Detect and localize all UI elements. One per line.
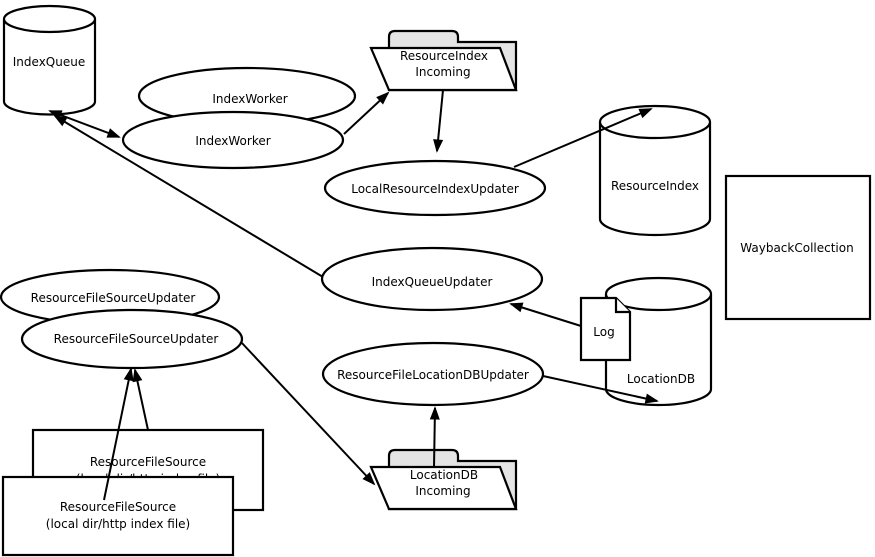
node-label: IndexWorker [212,92,287,106]
node-label-line2: Incoming [415,484,470,498]
edge-log-to-index-queue-updater [509,302,582,327]
node-local-resource-index-updater: LocalResourceIndexUpdater [323,159,547,217]
node-label: IndexQueueUpdater [372,275,493,289]
node-resource-index: ResourceIndex [598,104,712,237]
node-index-queue: IndexQueue [2,4,97,116]
node-label-line2: (local dir/http index file) [46,517,190,531]
ellipse-shape [121,110,345,170]
edge-index-queue-updater-to-index-queue [53,115,324,278]
node-wayback-collection: WaybackCollection [724,174,872,321]
node-label: LocalResourceIndexUpdater [351,182,519,196]
node-location-db: LocationDB [604,276,713,407]
node-label: WaybackCollection [740,241,853,255]
node-label: IndexQueue [13,55,85,69]
node-resource-file-location-db-updater: ResourceFileLocationDBUpdater [321,341,545,407]
node-label-line1: ResourceFileSource [60,500,176,514]
node-label: IndexWorker [195,134,270,148]
node-label-line1: ResourceIndex [400,49,488,63]
node-index-worker-front: IndexWorker [121,110,345,170]
folder-front [369,465,518,511]
node-resource-file-source-updater-front: ResourceFileSourceUpdater [20,308,244,370]
edge-index-worker-to-resource-index-incoming [343,91,390,135]
document-fold [614,298,630,314]
node-label-line1: LocationDB [410,468,478,482]
edge-resource-file-source-front-to-updater [103,367,134,501]
edges [48,89,659,501]
node-label: Log [593,325,614,339]
rectangle-shape [1,475,235,557]
node-log: Log [579,296,632,362]
node-label: ResourceFileSourceUpdater [31,291,196,305]
node-label-line1: ResourceFileSource [90,455,206,469]
node-label: ResourceIndex [611,179,699,193]
ellipse-shape [323,159,547,217]
rectangle-shape [724,174,872,321]
edge-local-resource-index-updater-to-resource-index [513,108,653,168]
edge-resource-file-source-updater-to-location-db-incoming [240,341,376,486]
node-index-worker-back: IndexWorker [137,66,357,126]
folder-front [369,46,518,92]
node-index-queue-updater: IndexQueueUpdater [320,246,544,312]
node-label-line2: Incoming [415,65,470,79]
node-label: ResourceFileSourceUpdater [54,332,219,346]
edge-location-db-incoming-to-resource-file-location-db-updater [429,406,440,468]
cylinder-top [598,104,712,140]
edge-resource-index-incoming-to-local-resource-index-updater [433,89,444,153]
cylinder-shape [604,294,713,407]
ellipse-shape [320,246,544,312]
node-label: LocationDB [627,372,695,386]
cylinder-top [604,276,713,312]
node-location-db-incoming: LocationDB Incoming [369,448,518,511]
document-shape [579,296,632,362]
edge-resource-file-location-db-updater-to-location-db [542,375,659,404]
node-resource-index-incoming: ResourceIndex Incoming [369,29,518,92]
cylinder-shape [598,122,712,237]
node-label: ResourceFileLocationDBUpdater [337,368,529,382]
cylinder-top [2,4,97,34]
edge-resource-file-source-back-to-updater [132,368,149,431]
ellipse-shape [321,341,545,407]
node-resource-file-source-front: ResourceFileSource (local dir/http index… [1,475,235,557]
